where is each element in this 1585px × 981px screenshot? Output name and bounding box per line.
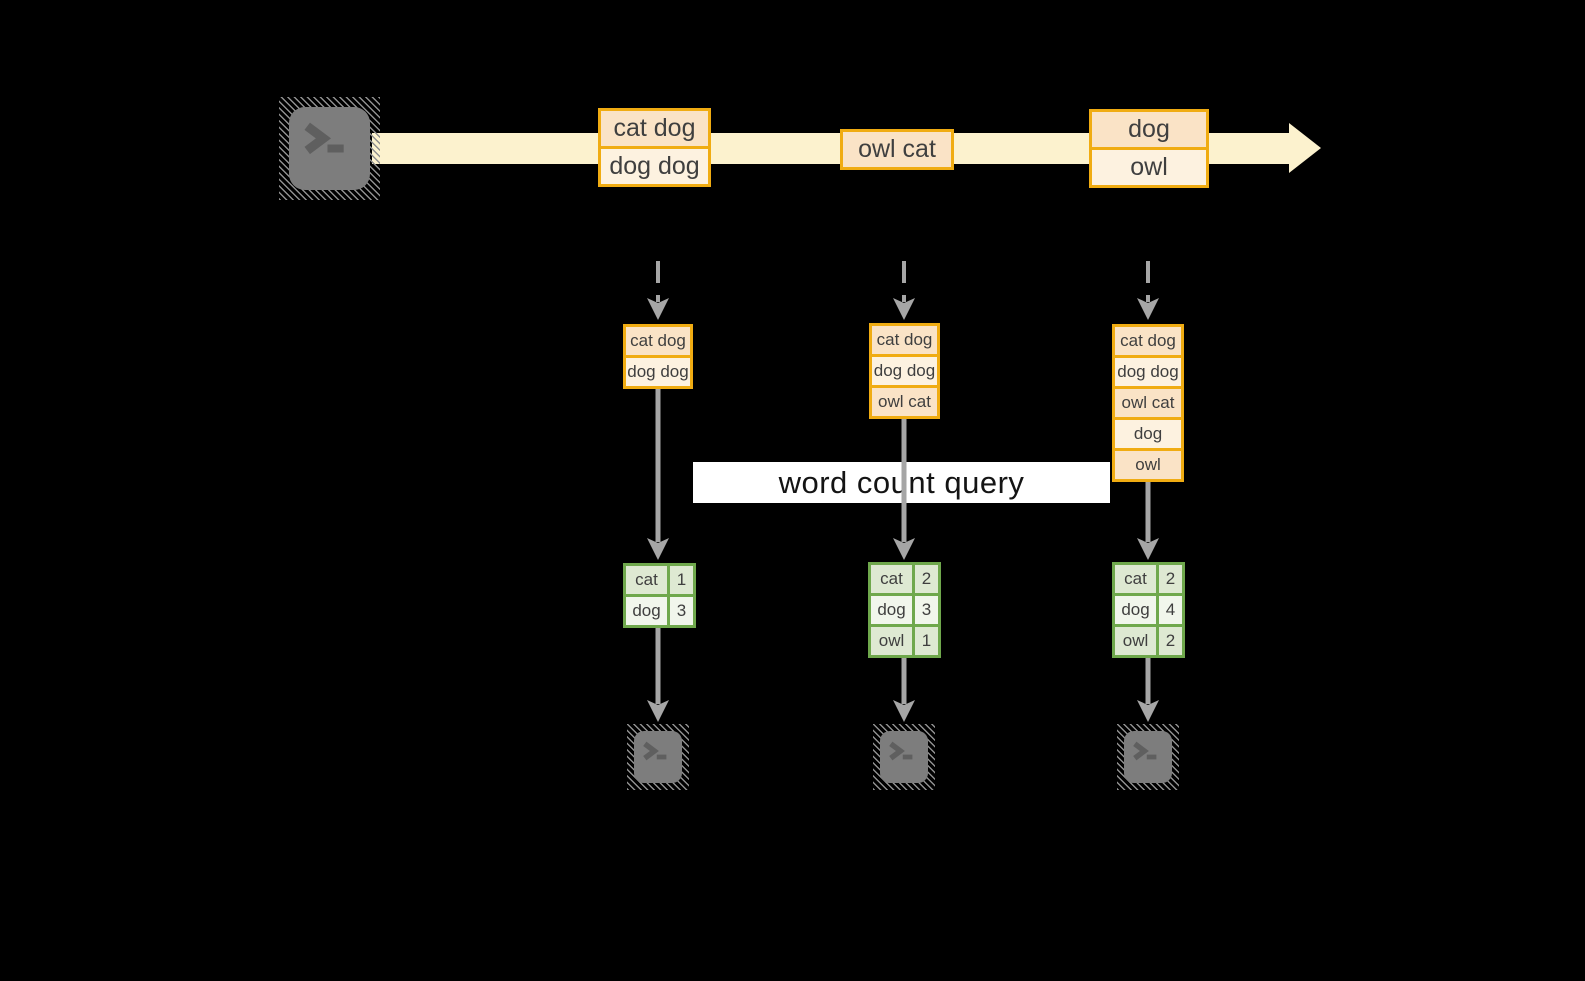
stream-message: dog [1092,112,1206,147]
buffer-row: cat dog [626,327,690,355]
stream-message: cat dog [601,111,708,146]
terminal-icon [880,731,928,783]
buffer-row: owl cat [1115,389,1181,417]
producer-terminal-icon [279,97,380,200]
count-word: owl [871,627,912,655]
stream-arrowhead-icon [1289,123,1321,173]
query-label: word count query [693,462,1110,503]
count-table-3: cat 2 dog 4 owl 2 [1112,562,1185,658]
stream-message: owl cat [843,132,951,167]
buffer-row: dog dog [1115,358,1181,386]
count-value: 1 [915,627,938,655]
count-value: 4 [1159,596,1182,624]
stream-message: owl [1092,150,1206,185]
buffer-row: dog [1115,420,1181,448]
buffer-row: dog dog [872,357,937,385]
buffer-stack-1: cat dog dog dog [623,324,693,389]
stream-batch-1: cat dog dog dog [598,108,711,187]
count-table-1: cat 1 dog 3 [623,563,696,628]
consumer-terminal-icon-3 [1117,724,1179,790]
buffer-row: cat dog [872,326,937,354]
stream-batch-2: owl cat [840,129,954,170]
count-word: owl [1115,627,1156,655]
consumer-terminal-icon-1 [627,724,689,790]
buffer-stack-2: cat dog dog dog owl cat [869,323,940,419]
terminal-icon [289,107,370,190]
buffer-stack-3: cat dog dog dog owl cat dog owl [1112,324,1184,482]
count-word: dog [626,597,667,625]
count-value: 2 [1159,565,1182,593]
terminal-prompt-icon [304,122,344,155]
buffer-row: owl cat [872,388,937,416]
buffer-row: owl [1115,451,1181,479]
terminal-icon [1124,731,1172,783]
terminal-icon [634,731,682,783]
count-value: 3 [915,596,938,624]
count-word: dog [1115,596,1156,624]
count-word: cat [626,566,667,594]
count-value: 1 [670,566,693,594]
count-word: cat [1115,565,1156,593]
buffer-row: cat dog [1115,327,1181,355]
terminal-prompt-icon [889,741,913,761]
count-table-2: cat 2 dog 3 owl 1 [868,562,941,658]
count-word: cat [871,565,912,593]
buffer-row: dog dog [626,358,690,386]
consumer-terminal-icon-2 [873,724,935,790]
terminal-prompt-icon [643,741,667,761]
count-value: 3 [670,597,693,625]
terminal-prompt-icon [1133,741,1157,761]
count-value: 2 [915,565,938,593]
count-word: dog [871,596,912,624]
stream-message: dog dog [601,149,708,184]
count-value: 2 [1159,627,1182,655]
stream-batch-3: dog owl [1089,109,1209,188]
